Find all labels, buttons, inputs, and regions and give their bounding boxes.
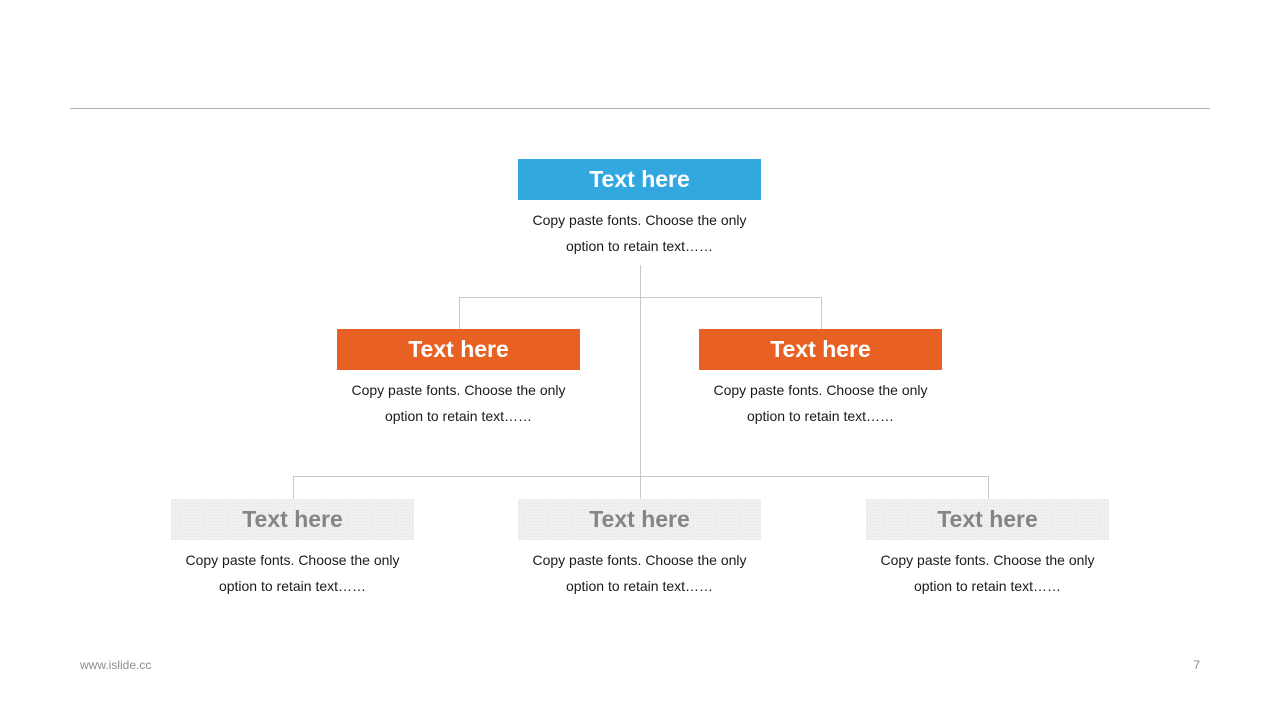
level2-node-left-title: Text here	[337, 329, 580, 370]
root-node: Text here Copy paste fonts. Choose the o…	[518, 159, 761, 259]
level2-node-left-description-line1: Copy paste fonts. Choose the only	[351, 382, 566, 398]
level3-node-left-title: Text here	[171, 499, 414, 540]
root-node-description-line1: Copy paste fonts. Choose the only	[532, 212, 747, 228]
level3-node-center: Text here Copy paste fonts. Choose the o…	[518, 499, 761, 599]
level3-node-left: Text here Copy paste fonts. Choose the o…	[171, 499, 414, 599]
root-node-description-line2: option to retain text……	[565, 238, 714, 254]
level2-node-right-description-line2: option to retain text……	[746, 408, 895, 424]
level3-node-right-description-line1: Copy paste fonts. Choose the only	[880, 552, 1095, 568]
level2-node-left-description: Copy paste fonts. Choose the only option…	[337, 377, 580, 429]
level3-node-left-description-line1: Copy paste fonts. Choose the only	[185, 552, 400, 568]
level2-node-right: Text here Copy paste fonts. Choose the o…	[699, 329, 942, 429]
level2-node-right-description-line1: Copy paste fonts. Choose the only	[713, 382, 928, 398]
level3-node-left-description-line2: option to retain text……	[218, 578, 367, 594]
level2-node-right-title: Text here	[699, 329, 942, 370]
level3-node-center-description: Copy paste fonts. Choose the only option…	[518, 547, 761, 599]
level3-node-right-description-line2: option to retain text……	[913, 578, 1062, 594]
footer-url: www.islide.cc	[80, 658, 152, 672]
level3-node-right-description: Copy paste fonts. Choose the only option…	[866, 547, 1109, 599]
root-node-description: Copy paste fonts. Choose the only option…	[518, 207, 761, 259]
page-number: 7	[1193, 658, 1200, 672]
level3-node-center-title: Text here	[518, 499, 761, 540]
root-node-title: Text here	[518, 159, 761, 200]
level2-node-right-description: Copy paste fonts. Choose the only option…	[699, 377, 942, 429]
level3-node-center-description-line2: option to retain text……	[565, 578, 714, 594]
level3-node-center-description-line1: Copy paste fonts. Choose the only	[532, 552, 747, 568]
level3-node-right: Text here Copy paste fonts. Choose the o…	[866, 499, 1109, 599]
level2-node-left-description-line2: option to retain text……	[384, 408, 533, 424]
level3-node-left-description: Copy paste fonts. Choose the only option…	[171, 547, 414, 599]
header-divider	[70, 108, 1210, 109]
level3-node-right-title: Text here	[866, 499, 1109, 540]
level2-node-left: Text here Copy paste fonts. Choose the o…	[337, 329, 580, 429]
